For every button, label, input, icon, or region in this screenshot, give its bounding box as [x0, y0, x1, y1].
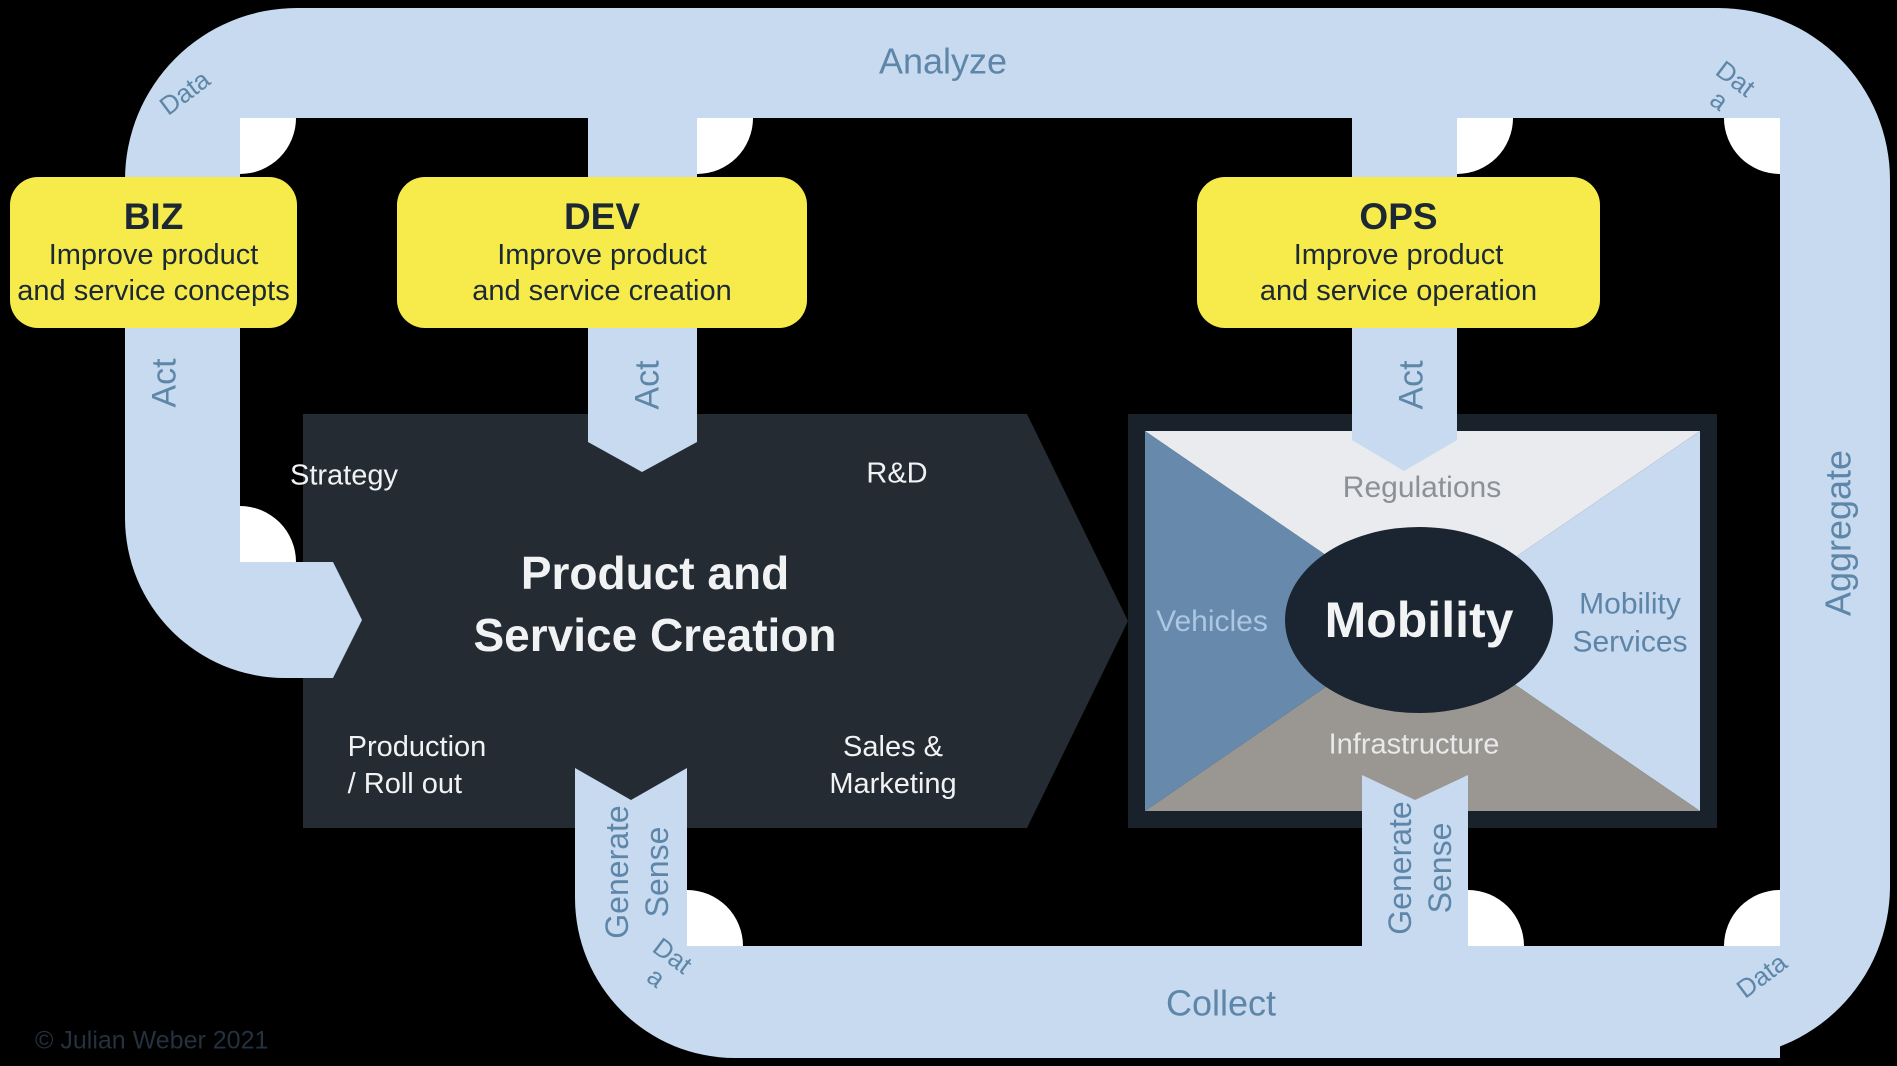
fillet-dev-gs-bend	[687, 890, 743, 946]
ops-line1: Improve product	[1293, 239, 1504, 272]
dev-line2: and service creation	[472, 274, 732, 307]
mobility-ellipse	[1285, 527, 1553, 713]
copyright: © Julian Weber 2021	[35, 1026, 269, 1055]
biz-box: BIZ Improve product and service concepts	[10, 177, 297, 328]
mobility-triangle-left	[1145, 431, 1422, 811]
dev-box: DEV Improve product and service creation	[397, 177, 807, 328]
fillet-biz-bend	[240, 506, 296, 562]
mobility-title: Mobility	[1324, 592, 1514, 648]
label-rnd: R&D	[866, 457, 928, 490]
ops-line2: and service operation	[1259, 274, 1538, 307]
mobility-triangle-right	[1422, 431, 1700, 811]
fillet-ops-gs	[1468, 890, 1524, 946]
dev-act-arrowhead	[588, 442, 697, 472]
label-act-ops: Act	[1392, 360, 1431, 410]
product-service-creation-arrow	[303, 414, 1128, 828]
ops-box: OPS Improve product and service operatio…	[1197, 177, 1600, 328]
label-vehicles: Vehicles	[1156, 605, 1268, 638]
fillet-dev-top	[697, 118, 753, 174]
pipe-corner-top-left	[125, 8, 297, 180]
fillet-ops-top	[1457, 118, 1513, 174]
label-aggregate: Aggregate	[1817, 449, 1859, 617]
ops-act-arrowhead	[1352, 440, 1457, 471]
biz-title: BIZ	[123, 195, 184, 237]
mobility-triangle-bottom	[1145, 621, 1700, 811]
process-arrow-title: Product and Service Creation	[473, 546, 837, 661]
pipe-analyze-top	[297, 8, 1718, 118]
label-act-biz: Act	[145, 358, 184, 408]
label-generate-sense-dev: Generate Sense	[597, 805, 677, 938]
ops-title: OPS	[1359, 195, 1438, 237]
biz-line1: Improve product	[48, 239, 259, 272]
label-sense: Sense	[1422, 822, 1458, 914]
dev-line1: Improve product	[497, 239, 707, 272]
pipe-corner-top-right	[1718, 8, 1890, 180]
pipe-aggregate-right	[1780, 180, 1890, 886]
label-generate-sense-ops: Generate Sense	[1380, 801, 1460, 934]
pipe-ops-generate-sense	[1362, 775, 1468, 946]
biz-line2: and service concepts	[17, 274, 290, 307]
dev-gs-tail-notch	[575, 768, 687, 800]
fillet-bottom-right	[1724, 890, 1780, 946]
pipe-biz-bend	[125, 518, 333, 678]
label-infrastructure: Infrastructure	[1328, 728, 1500, 761]
label-collect: Collect	[1165, 982, 1277, 1024]
label-strategy: Strategy	[290, 459, 398, 492]
label-production-rollout: Production / Roll out	[347, 730, 487, 800]
pipe-dev-gs-bend	[575, 898, 735, 1058]
label-regulations: Regulations	[1342, 471, 1502, 504]
label-sales-marketing: Sales & Marketing	[829, 730, 957, 800]
dev-title: DEV	[563, 195, 641, 237]
label-generate: Generate	[599, 805, 635, 939]
mobility-triangle-top	[1145, 431, 1700, 621]
label-generate: Generate	[1382, 801, 1418, 935]
fillet-top-right	[1724, 118, 1780, 174]
ops-gs-tail-notch	[1362, 775, 1468, 800]
pipe-collect-bottom	[735, 946, 1780, 1058]
label-act-dev: Act	[628, 360, 667, 410]
fillet-biz-top	[240, 118, 296, 174]
label-sense: Sense	[639, 826, 675, 918]
label-mobility-services: Mobility Services	[1572, 587, 1688, 659]
label-analyze: Analyze	[878, 40, 1008, 82]
biz-act-arrowhead	[333, 562, 362, 678]
